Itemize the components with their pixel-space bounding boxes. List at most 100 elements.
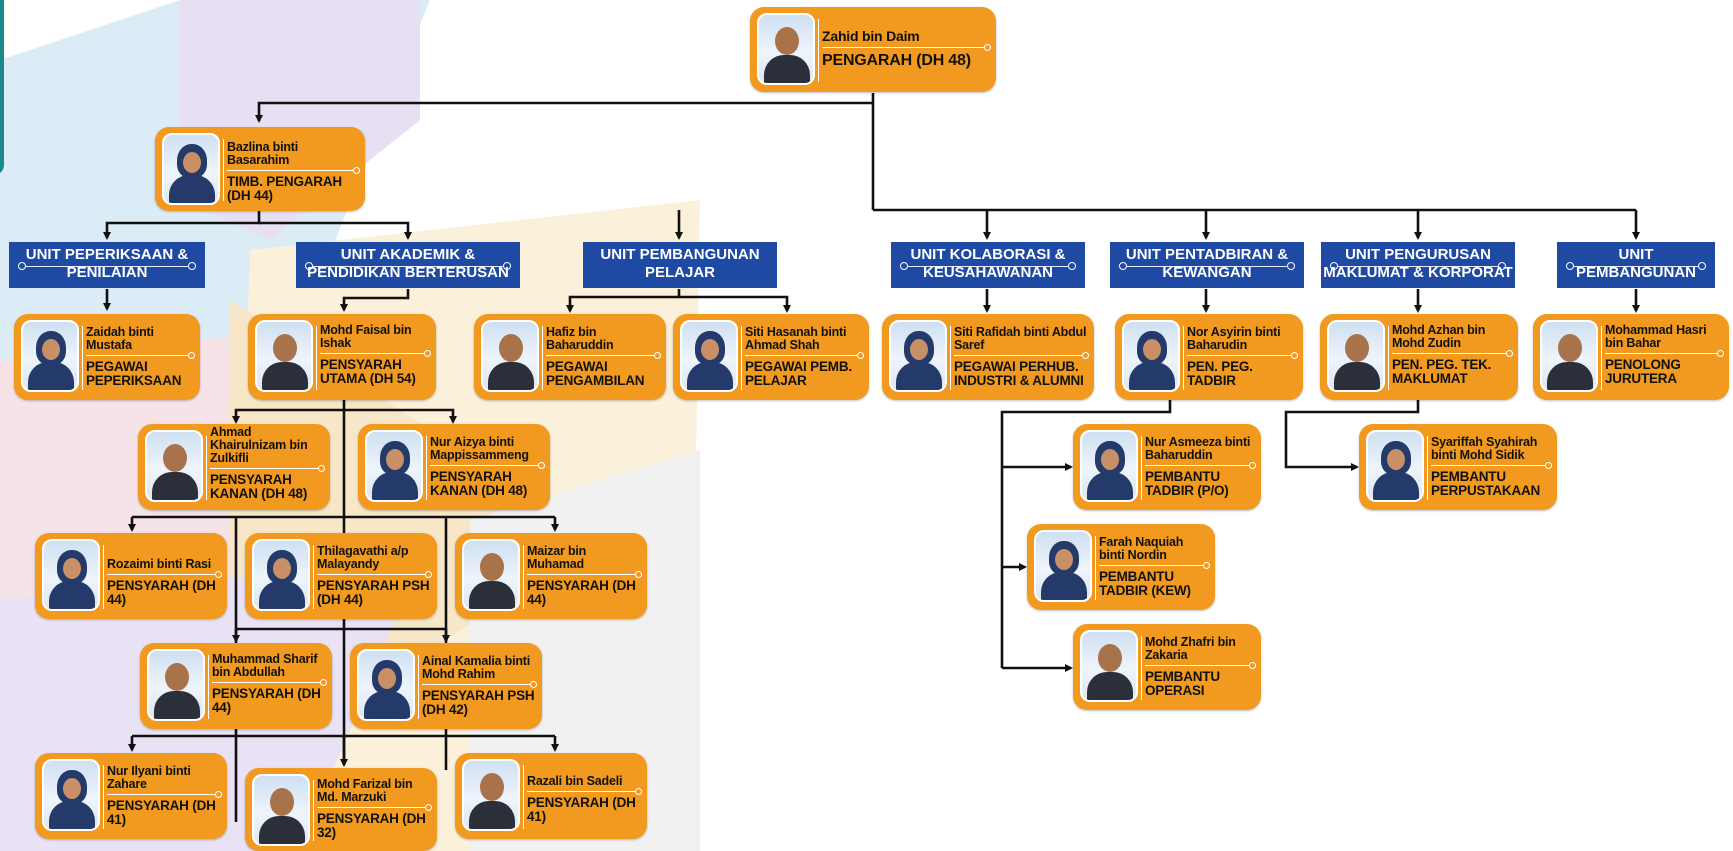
person-name: Nor Asyirin binti Baharudin (1187, 325, 1281, 352)
person-role: PEMBANTU TADBIR (KEW) (1099, 569, 1191, 598)
name-divider (107, 791, 222, 798)
person-name: Maizar bin Muhamad (527, 544, 587, 571)
unit-pentadbiran[interactable]: UNIT PENTADBIRAN &KEWANGAN (1110, 242, 1304, 288)
person-role: PENSYARAH KANAN (DH 48) (210, 472, 308, 501)
person-name: Mohd Zhafri bin Zakaria (1145, 635, 1236, 662)
card-deputy[interactable]: Bazlina binti Basarahim TIMB. PENGARAH (… (155, 127, 365, 211)
person-role: PEN. PEG. TEK. MAKLUMAT (1392, 357, 1492, 386)
name-divider (430, 462, 545, 469)
photo-avatar (1034, 530, 1092, 602)
name-divider (527, 571, 642, 578)
photo-avatar (145, 430, 203, 502)
name-divider (1431, 462, 1552, 469)
person-role: PENSYARAH KANAN (DH 48) (430, 469, 528, 498)
name-divider (954, 352, 1089, 359)
person-name: Thilagavathi a/p Malayandy (317, 544, 409, 571)
name-divider (1605, 350, 1724, 357)
photo-avatar (357, 649, 415, 721)
person-name: Mohd Azhan bin Mohd Zudin (1392, 323, 1486, 350)
person-role: PENSYARAH (DH 44) (212, 686, 321, 715)
person-role: PEGAWAI PEPERIKSAAN (86, 359, 182, 388)
person-role: PENOLONG JURUTERA (1605, 357, 1681, 386)
person-name: Muhammad Sharif bin Abdullah (212, 652, 318, 679)
person-role: PEGAWAI PENGAMBILAN (546, 359, 645, 388)
unit-line2: PENILAIAN (66, 264, 148, 281)
name-divider (212, 679, 327, 686)
person-role: TIMB. PENGARAH (DH 44) (227, 174, 342, 203)
card-director[interactable]: Zahid bin Daim PENGARAH (DH 48) (750, 7, 996, 92)
person-name: Mohd Farizal bin Md. Marzuki (317, 777, 413, 804)
unit-line1: UNIT KOLABORASI & (910, 246, 1066, 263)
photo-avatar (42, 759, 100, 831)
person-role: PENSYARAH PSH (DH 44) (317, 578, 430, 607)
unit-line1: UNIT PENTADBIRAN & (1125, 246, 1289, 263)
person-name: Razali bin Sadeli (527, 774, 623, 788)
person-role: PENSYARAH (DH 44) (107, 578, 216, 607)
person-role: PEGAWAI PEMB. PELAJAR (745, 359, 852, 388)
unit-line1: UNIT AKADEMIK & (340, 246, 476, 263)
name-divider (527, 788, 642, 795)
name-divider (1392, 350, 1513, 357)
person-name: Zaidah binti Mustafa (86, 325, 154, 352)
photo-avatar (162, 133, 220, 205)
person-name: Syariffah Syahirah binti Mohd Sidik (1431, 435, 1538, 462)
name-divider (1187, 352, 1298, 359)
name-divider (546, 352, 661, 359)
unit-kolaborasi[interactable]: UNIT KOLABORASI &KEUSAHAWANAN (891, 242, 1085, 288)
name-divider (822, 44, 991, 51)
name-divider (1099, 562, 1210, 569)
name-divider (107, 571, 222, 578)
photo-avatar (757, 13, 815, 85)
name-divider (422, 681, 537, 688)
unit-line2: KEWANGAN (1162, 264, 1252, 281)
unit-line2: PENDIDIKAN BERTERUSAN (307, 264, 509, 281)
photo-avatar (462, 759, 520, 831)
name-divider (227, 167, 360, 174)
person-name: Farah Naquiah binti Nordin (1099, 535, 1184, 562)
unit-peperiksaan[interactable]: UNIT PEPERIKSAAN &PENILAIAN (9, 242, 205, 288)
person-name: Mohammad Hasri bin Bahar (1605, 323, 1707, 350)
person-role: PENSYARAH (DH 41) (527, 795, 636, 824)
name-divider (320, 350, 431, 357)
person-role: PENSYARAH (DH 32) (317, 811, 426, 840)
photo-avatar (21, 320, 79, 392)
unit-akademik[interactable]: UNIT AKADEMIK &PENDIDIKAN BERTERUSAN (296, 242, 520, 288)
photo-avatar (1122, 320, 1180, 392)
name-divider (1145, 462, 1256, 469)
person-name: Nur Ilyani binti Zahare (107, 764, 191, 791)
person-name: Nur Aizya binti Mappissammeng (430, 435, 529, 462)
person-name: Hafiz bin Baharuddin (546, 325, 614, 352)
unit-line2: PELAJAR (644, 264, 715, 281)
person-role: PENSYARAH UTAMA (DH 54) (320, 357, 416, 386)
photo-avatar (1366, 430, 1424, 502)
name-divider (745, 352, 864, 359)
photo-avatar (1080, 430, 1138, 502)
person-name: Rozaimi binti Rasi (107, 557, 212, 571)
photo-avatar (1080, 630, 1138, 702)
